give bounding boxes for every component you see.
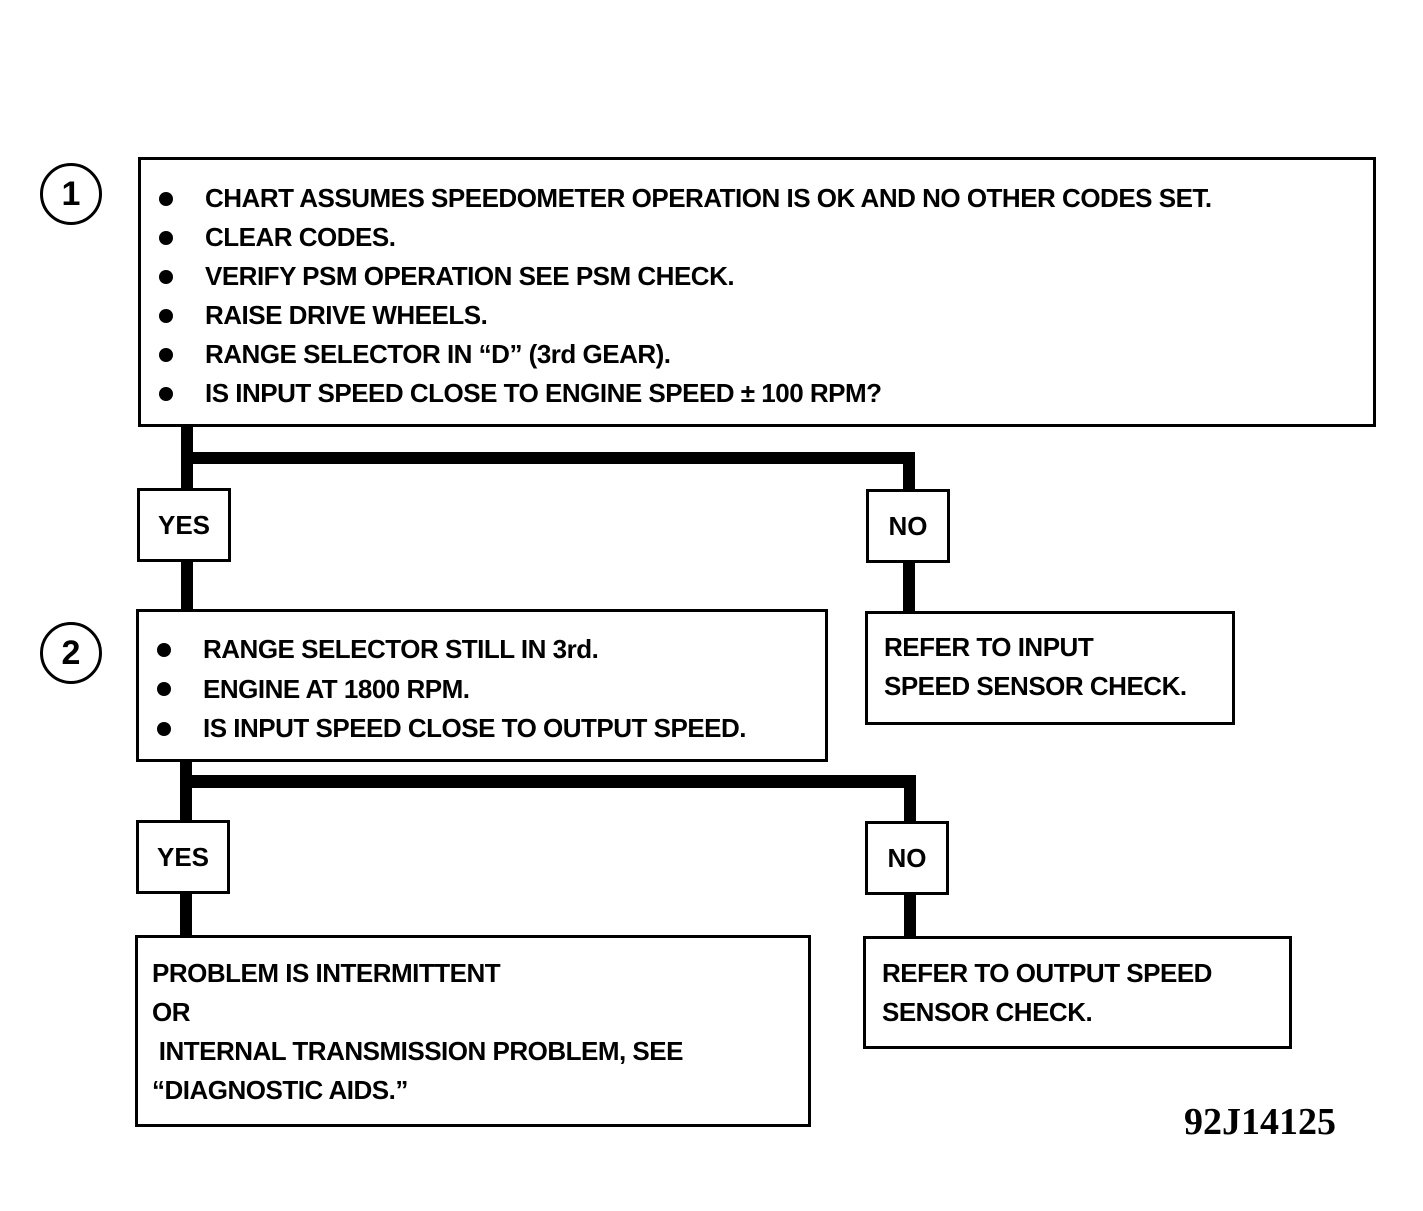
output-speed-sensor-box: REFER TO OUTPUT SPEED SENSOR CHECK.: [863, 936, 1292, 1049]
result-line: REFER TO OUTPUT SPEED: [882, 958, 1212, 988]
step-2-item: IS INPUT SPEED CLOSE TO OUTPUT SPEED.: [153, 709, 747, 749]
step-1-item: RAISE DRIVE WHEELS.: [155, 296, 1212, 335]
step-2-number: 2: [40, 622, 102, 684]
result-line: “DIAGNOSTIC AIDS.”: [152, 1075, 408, 1105]
connector-line: [181, 452, 915, 464]
no-label-1: NO: [866, 489, 950, 563]
input-speed-sensor-box: REFER TO INPUT SPEED SENSOR CHECK.: [865, 611, 1235, 725]
step-1-item: CLEAR CODES.: [155, 218, 1212, 257]
connector-line: [180, 891, 192, 939]
connector-line: [904, 892, 916, 940]
connector-line: [181, 558, 193, 612]
result-line: SPEED SENSOR CHECK.: [884, 671, 1187, 701]
step-1-item: CHART ASSUMES SPEEDOMETER OPERATION IS O…: [155, 179, 1212, 218]
step-2-list: RANGE SELECTOR STILL IN 3rd. ENGINE AT 1…: [153, 630, 747, 749]
intermittent-problem-box: PROBLEM IS INTERMITTENT OR INTERNAL TRAN…: [135, 935, 811, 1127]
step-1-item: VERIFY PSM OPERATION SEE PSM CHECK.: [155, 257, 1212, 296]
step-2-item: RANGE SELECTOR STILL IN 3rd.: [153, 630, 746, 670]
yes-label-2: YES: [136, 820, 230, 894]
connector-line: [180, 775, 916, 788]
result-line: PROBLEM IS INTERMITTENT: [152, 958, 501, 988]
connector-line: [904, 775, 916, 825]
result-line: INTERNAL TRANSMISSION PROBLEM, SEE: [152, 1036, 684, 1066]
step-1-item: IS INPUT SPEED CLOSE TO ENGINE SPEED ± 1…: [155, 374, 1212, 413]
step-2-item: ENGINE AT 1800 RPM.: [153, 670, 746, 710]
step-2-box: RANGE SELECTOR STILL IN 3rd. ENGINE AT 1…: [136, 609, 828, 762]
no-label-2: NO: [865, 821, 949, 895]
step-1-number: 1: [40, 163, 102, 225]
yes-label-1: YES: [137, 488, 231, 562]
result-line: REFER TO INPUT: [884, 632, 1094, 662]
step-1-box: CHART ASSUMES SPEEDOMETER OPERATION IS O…: [138, 157, 1376, 427]
step-1-list: CHART ASSUMES SPEEDOMETER OPERATION IS O…: [155, 179, 1212, 413]
result-line: OR: [152, 997, 191, 1027]
result-line: SENSOR CHECK.: [882, 997, 1093, 1027]
connector-line: [903, 452, 915, 492]
connector-line: [903, 560, 915, 614]
figure-id: 92J14125: [1184, 1101, 1336, 1143]
step-1-item: RANGE SELECTOR IN “D” (3rd GEAR).: [155, 335, 1212, 374]
connector-line: [180, 760, 192, 824]
